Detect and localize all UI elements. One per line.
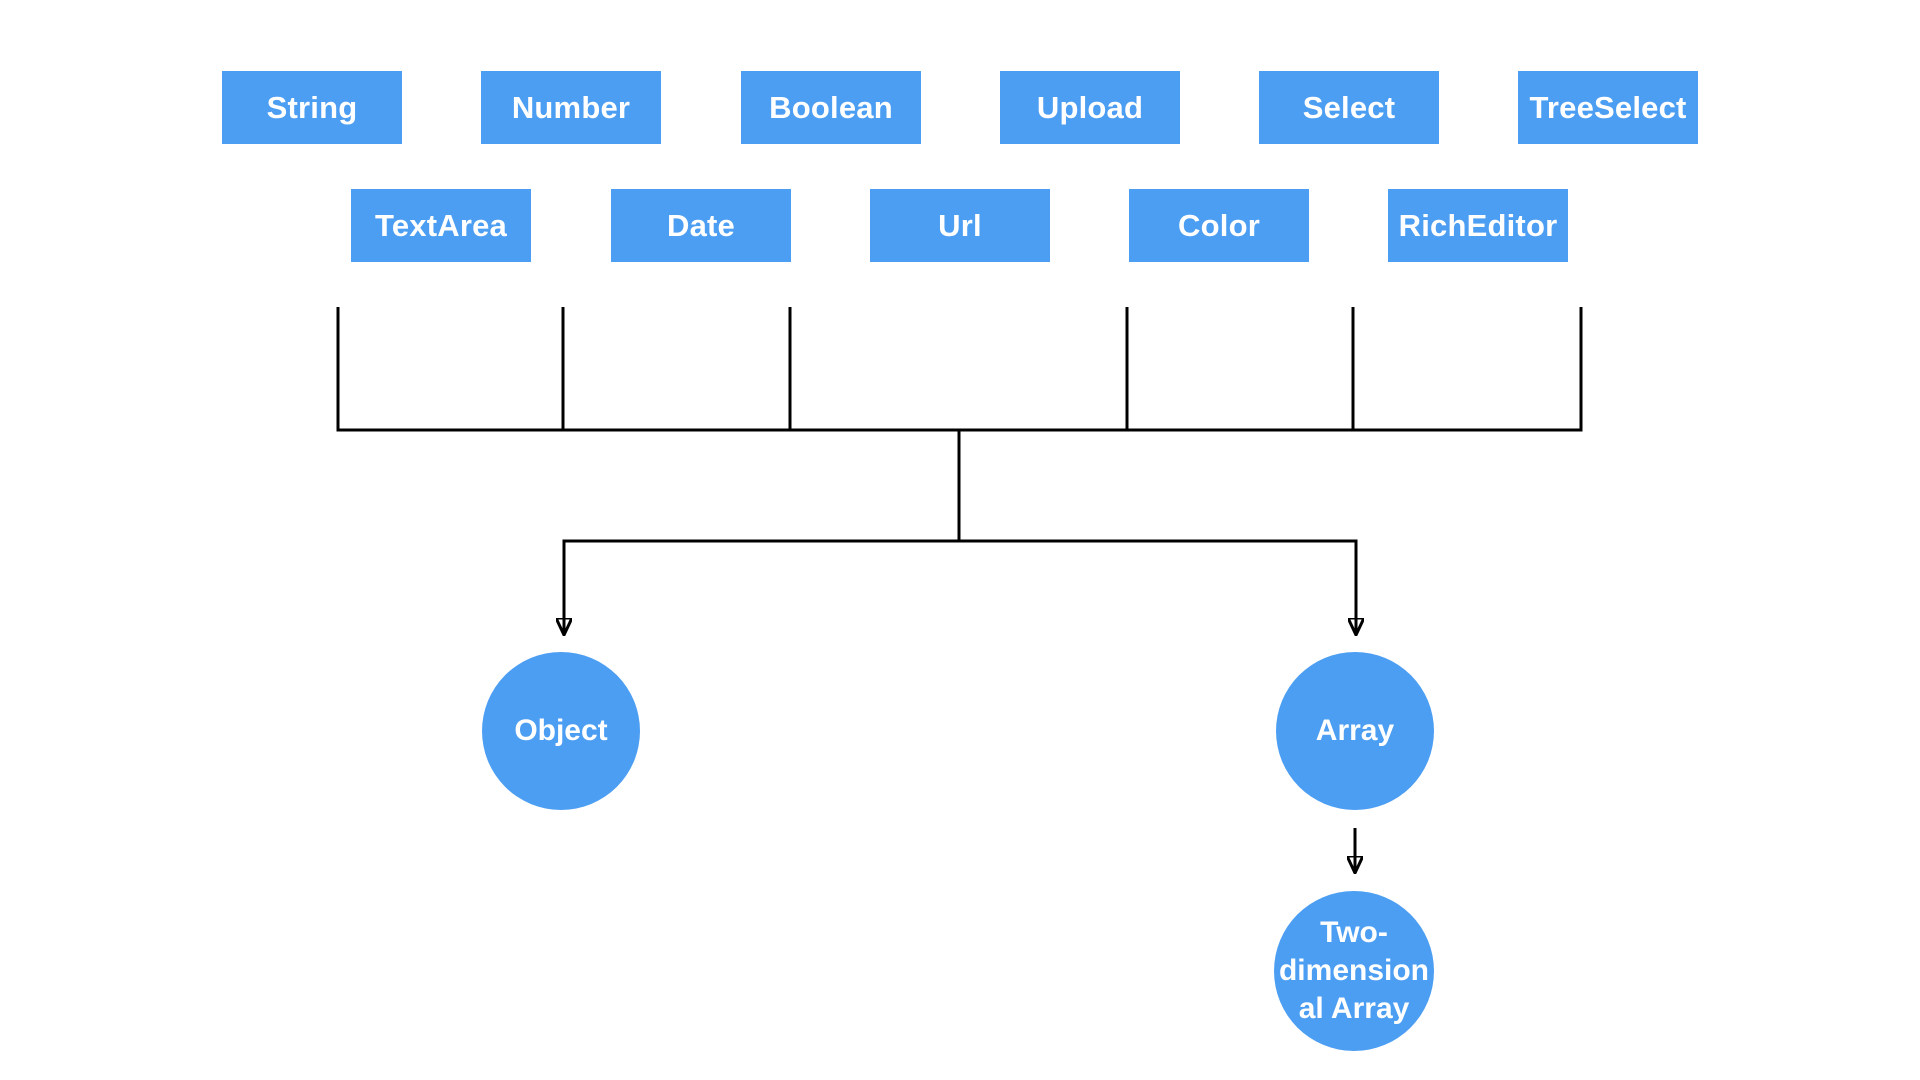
node-label-line: al Array xyxy=(1298,992,1410,1025)
type-box-select: Select xyxy=(1259,71,1439,144)
bus-comb-outline xyxy=(336,307,1583,432)
type-box-richeditor: RichEditor xyxy=(1388,189,1568,262)
type-box-color: Color xyxy=(1129,189,1309,262)
type-box-upload: Upload xyxy=(1000,71,1180,144)
node-label-line: dimension xyxy=(1278,954,1429,987)
node-object: Object xyxy=(482,652,640,810)
type-box-textarea: TextArea xyxy=(351,189,531,262)
node-two-dimensional-array: Two-dimension al Array xyxy=(1274,891,1434,1051)
type-box-number: Number xyxy=(481,71,661,144)
node-label-line: Object xyxy=(514,714,608,747)
node-array: Array xyxy=(1276,652,1434,810)
type-box-boolean: Boolean xyxy=(741,71,921,144)
split-arrows xyxy=(564,539,1356,634)
type-box-date: Date xyxy=(611,189,791,262)
type-box-string: String xyxy=(222,71,402,144)
node-label-line: Two- xyxy=(1320,916,1388,949)
type-box-url: Url xyxy=(870,189,1050,262)
node-label-line: Array xyxy=(1315,714,1395,747)
type-box-treeselect: TreeSelect xyxy=(1518,71,1698,144)
